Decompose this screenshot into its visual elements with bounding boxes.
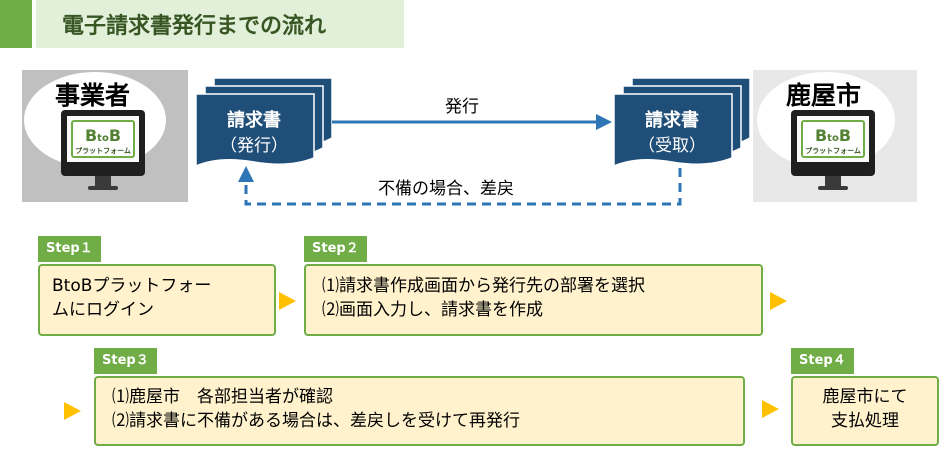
city-name: 鹿屋市 — [786, 81, 862, 110]
received-document-title: 請求書 — [645, 110, 699, 131]
issued-invoice-document: 請求書 （発行） — [194, 76, 334, 176]
flow-triangle-icon — [64, 402, 81, 420]
title-accent-bar — [0, 0, 32, 48]
page-title: 電子請求書発行までの流れ — [62, 14, 327, 39]
step-3-tab: Step３ — [94, 348, 157, 374]
step-4-line-1: 鹿屋市にて — [822, 387, 908, 407]
issue-arrow-label: 発行 — [445, 97, 479, 117]
document-stack-icon — [195, 77, 333, 168]
step-2-line-2: ⑵画面入力し、請求書を作成 — [322, 300, 543, 320]
step-4-line-2: 支払処理 — [831, 411, 899, 431]
flow-triangle-icon — [279, 292, 296, 310]
return-arrow-line — [244, 168, 682, 206]
btob-logo-icon: BtoB プラットフォーム — [71, 120, 135, 158]
step-4-box: 鹿屋市にて 支払処理 — [791, 376, 939, 446]
city-monitor-icon: BtoB プラットフォーム — [791, 110, 875, 176]
monitor-base — [88, 186, 118, 190]
issued-document-status: （発行） — [220, 136, 288, 156]
issued-document-title: 請求書 — [227, 110, 281, 131]
return-arrow-head — [238, 166, 254, 182]
step-3-line-2: ⑵請求書に不備がある場合は、差戻しを受けて再発行 — [112, 411, 520, 431]
return-arrow-label: 不備の場合、差戻 — [378, 179, 514, 199]
step-1-line-1: BtoBプラットフォー — [52, 276, 212, 296]
btob-logo-icon: BtoB プラットフォーム — [801, 120, 865, 158]
issue-arrow-head — [596, 114, 612, 130]
monitor-base — [818, 186, 848, 190]
business-monitor-icon: BtoB プラットフォーム — [61, 110, 145, 176]
step-2-line-1: ⑴請求書作成画面から発行先の部署を選択 — [322, 276, 645, 296]
received-document-status: （受取） — [638, 136, 706, 156]
step-3-line-1: ⑴鹿屋市 各部担当者が確認 — [112, 387, 333, 407]
business-panel: 事業者 BtoB プラットフォーム — [22, 70, 188, 202]
document-stack-icon — [613, 77, 751, 168]
received-invoice-document: 請求書 （受取） — [612, 76, 752, 176]
monitor-stand — [95, 176, 111, 186]
title-banner — [36, 0, 404, 48]
monitor-stand — [825, 176, 841, 186]
business-name: 事業者 — [55, 81, 131, 110]
flow-triangle-icon — [770, 292, 787, 310]
step-2-box: ⑴請求書作成画面から発行先の部署を選択 ⑵画面入力し、請求書を作成 — [304, 264, 763, 336]
step-1-box: BtoBプラットフォー ムにログイン — [38, 264, 276, 336]
city-panel: 鹿屋市 BtoB プラットフォーム — [753, 70, 917, 202]
step-3-box: ⑴鹿屋市 各部担当者が確認 ⑵請求書に不備がある場合は、差戻しを受けて再発行 — [94, 376, 745, 446]
flow-triangle-icon — [762, 400, 779, 418]
step-1-line-2: ムにログイン — [52, 300, 154, 320]
step-4-tab: Step４ — [791, 348, 854, 374]
step-1-tab: Step１ — [38, 236, 101, 262]
step-2-tab: Step２ — [304, 236, 367, 262]
